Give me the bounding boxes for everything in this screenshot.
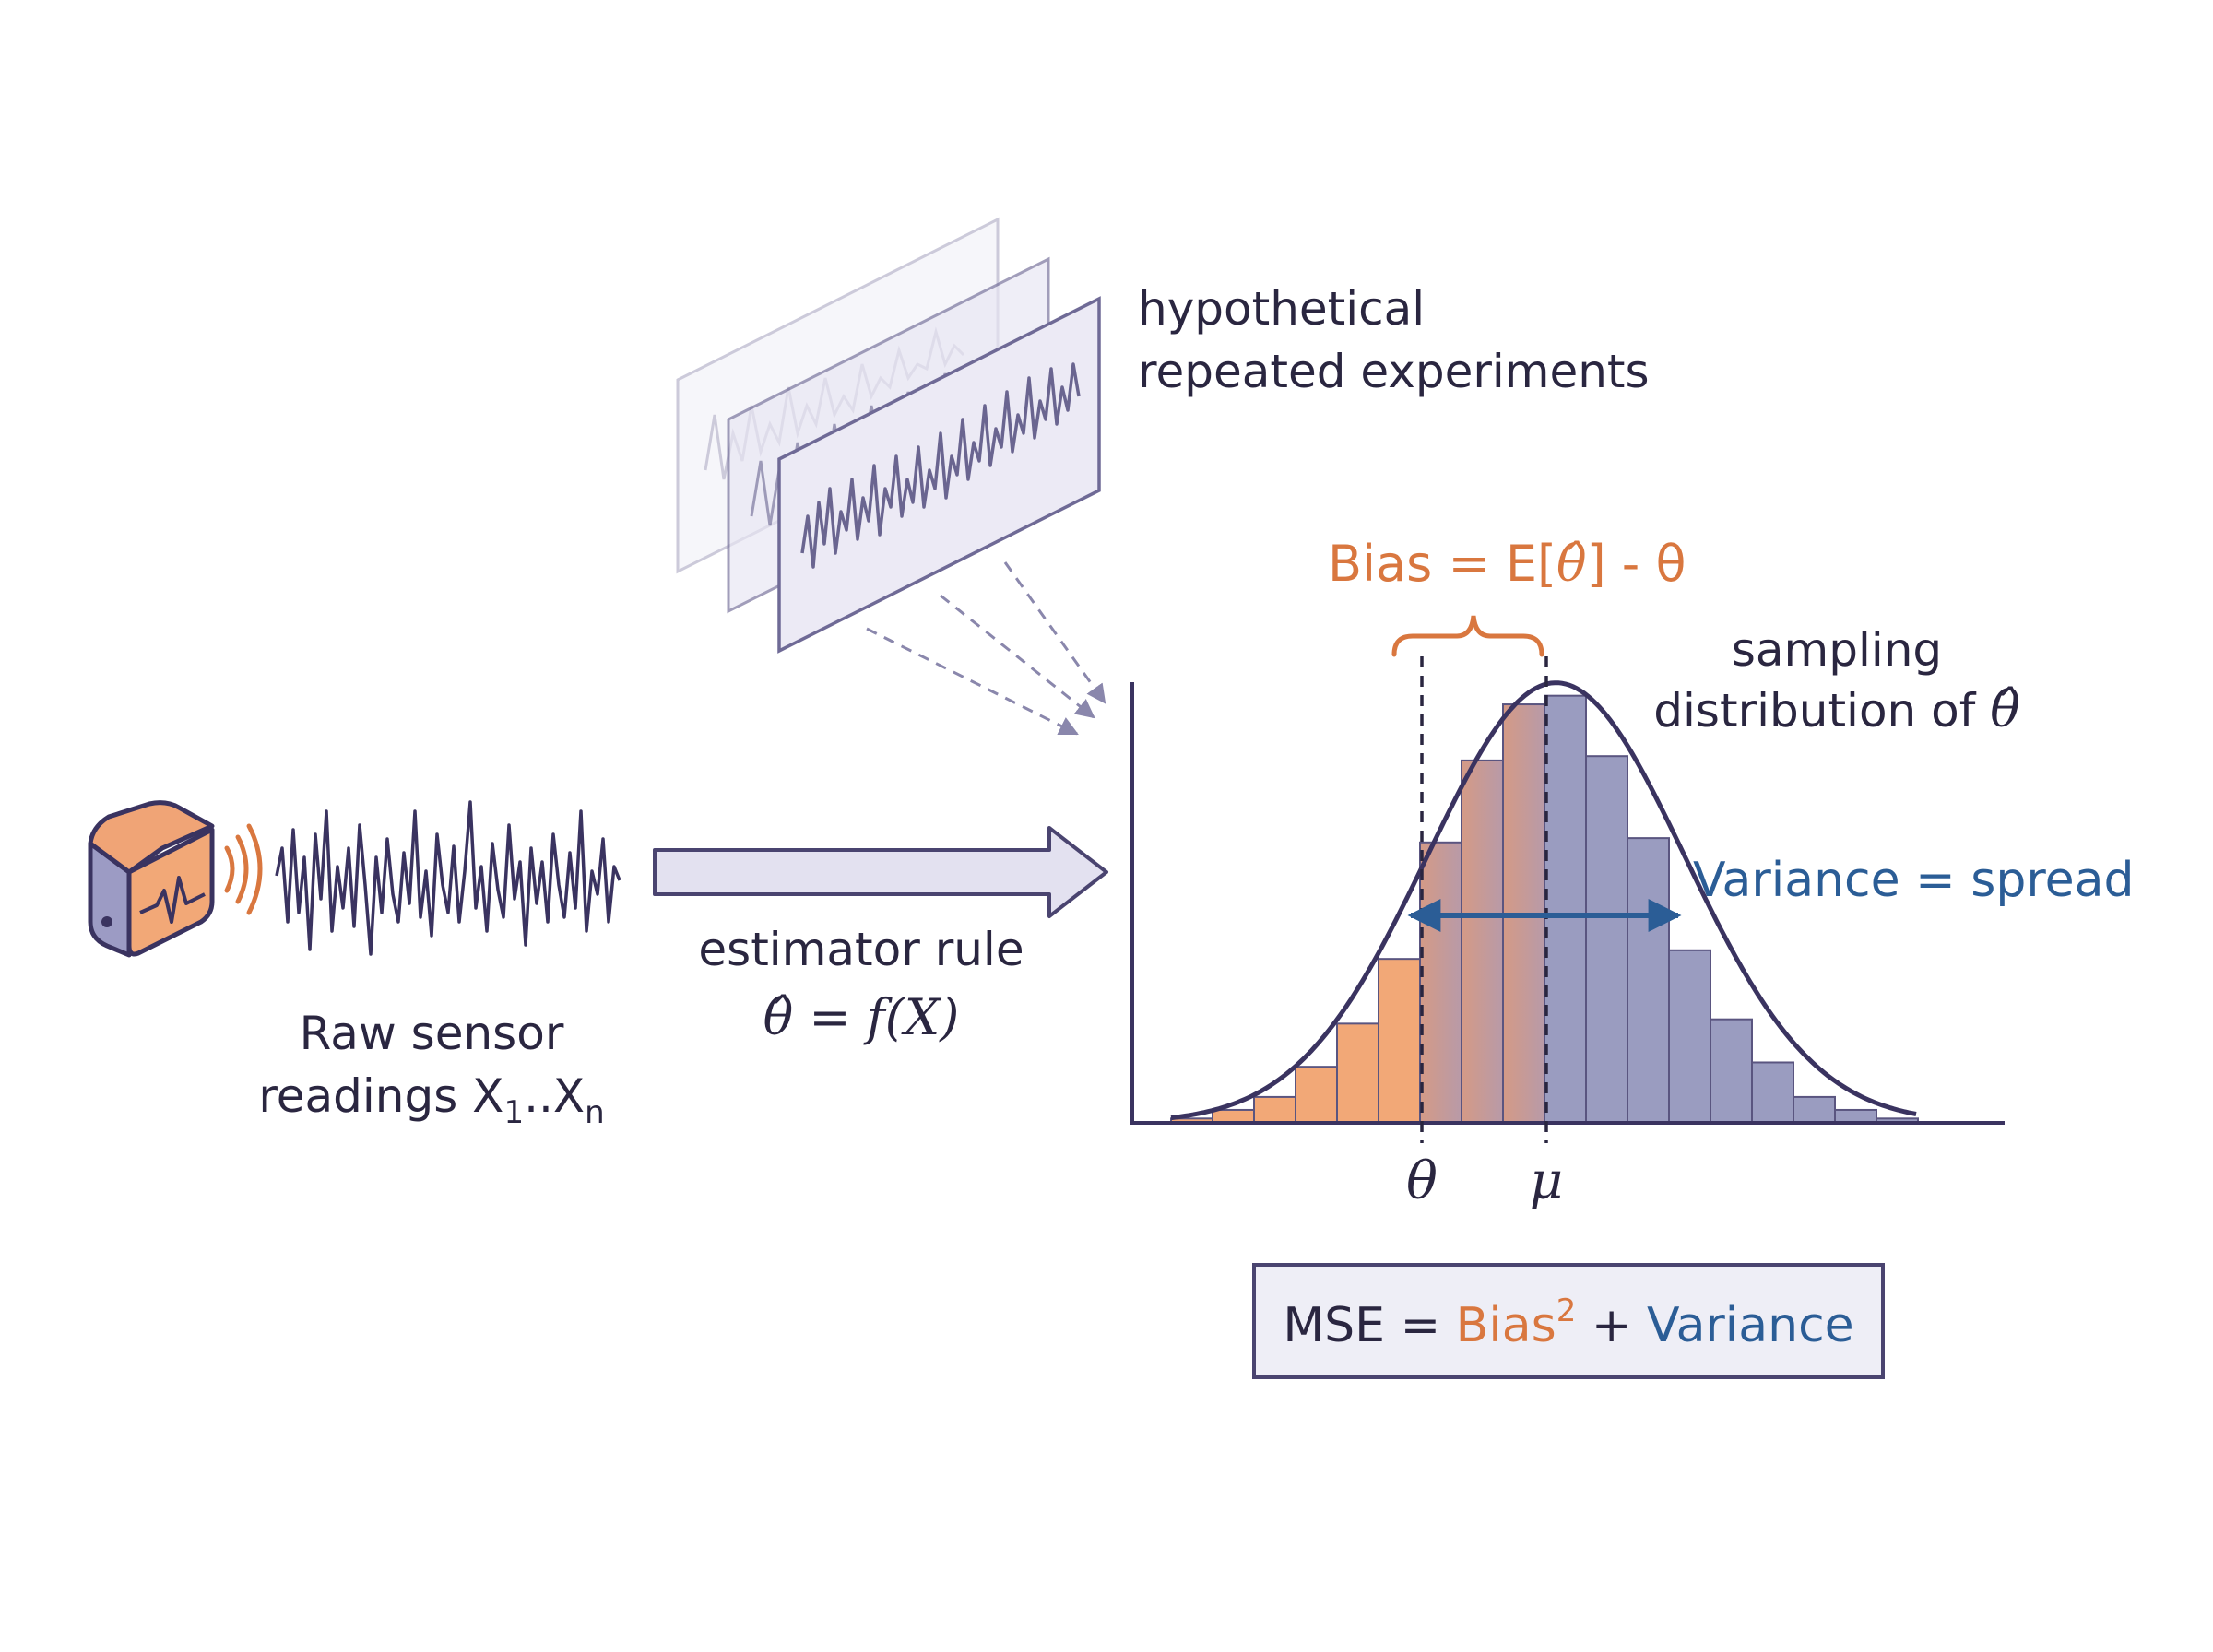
histogram-bar — [1751, 1061, 1794, 1124]
histogram-bar — [1668, 949, 1711, 1125]
estimator-label: estimator rule — [698, 923, 1024, 976]
histogram-bar — [1419, 841, 1462, 1124]
mse-formula: MSE = Bias2 + Variance — [1283, 1292, 1853, 1353]
histogram-bar — [1834, 1108, 1877, 1124]
histogram-bar — [1627, 837, 1670, 1124]
variance-label: Variance = spread — [1693, 853, 2134, 908]
experiments-label-line1: hypothetical — [1138, 282, 1425, 336]
dashed-arrows — [866, 561, 1106, 736]
estimator-formula: θ̂ = f(X) — [763, 988, 960, 1046]
mu-tick-label: μ — [1530, 1151, 1563, 1211]
raw-signal-waveform — [275, 800, 621, 956]
estimator-arrow — [653, 826, 1108, 918]
signal-waves-icon — [224, 823, 263, 915]
sampling-distribution-chart: θ μ — [1130, 656, 2005, 1211]
theta-tick-label: θ — [1406, 1151, 1438, 1211]
histogram-bar — [1253, 1095, 1296, 1125]
histogram-bar — [1461, 759, 1504, 1124]
histogram-bar — [1378, 958, 1421, 1125]
sensor-label-line1: Raw sensor — [300, 1007, 564, 1060]
distribution-label-line2: distribution of θ̂ — [1653, 680, 2019, 738]
bias-brace — [1391, 615, 1544, 657]
distribution-label-line1: sampling — [1732, 623, 1942, 677]
experiments-label: hypothetical repeated experiments — [1138, 282, 1650, 398]
histogram-bar — [1710, 1018, 1753, 1125]
mse-box — [1252, 1263, 1885, 1379]
histogram-bar — [1295, 1066, 1338, 1125]
histogram-bar — [1336, 1022, 1379, 1124]
sensor-device-icon — [88, 800, 215, 958]
normal-density-curve — [1170, 680, 1917, 1121]
histogram-bar — [1585, 755, 1628, 1124]
histogram-bar — [1793, 1095, 1836, 1125]
histogram-bar — [1544, 694, 1587, 1124]
experiments-label-line2: repeated experiments — [1138, 345, 1650, 398]
sensor-label-line2: readings X1..Xn — [258, 1069, 604, 1131]
bias-label: Bias = E[θ̂] - θ — [1328, 535, 1686, 593]
histogram-bar — [1212, 1108, 1255, 1124]
experiment-panel-front — [777, 296, 1101, 654]
